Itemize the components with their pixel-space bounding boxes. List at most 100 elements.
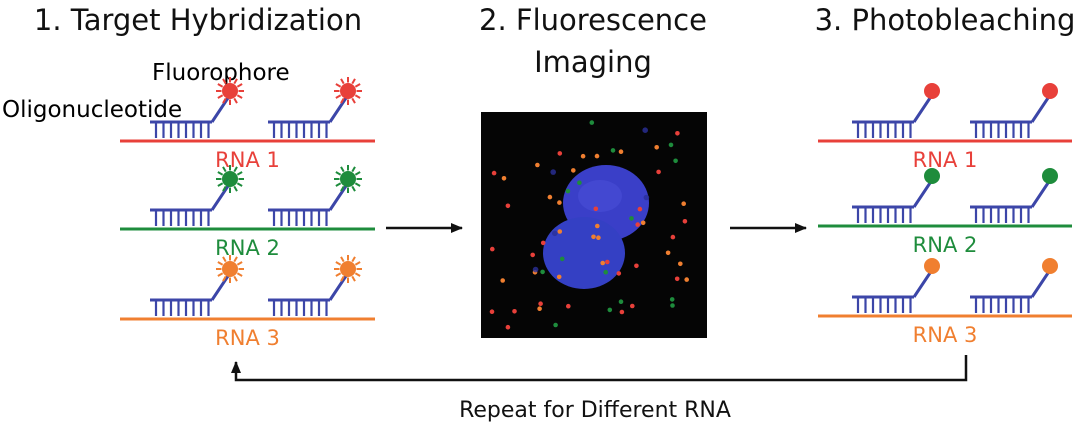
- rna-label: RNA 3: [913, 323, 978, 347]
- fluorescence-ray: [335, 272, 342, 277]
- probe: [852, 168, 940, 223]
- fluorescence-ray: [340, 166, 345, 173]
- rna-row-3: RNA 3: [818, 258, 1072, 347]
- fluorescence-image: [481, 112, 707, 338]
- rna-spot: [635, 222, 640, 227]
- rna-spot: [607, 307, 613, 313]
- fluorescence-ray: [335, 94, 342, 99]
- nucleus-highlight: [578, 180, 622, 212]
- fluorescence-ray: [354, 83, 361, 88]
- probe: [970, 83, 1058, 138]
- rna-spot: [682, 219, 688, 224]
- probe: [150, 255, 244, 316]
- rna-spot: [684, 277, 689, 282]
- rna-spot: [530, 252, 535, 258]
- rna-spot: [571, 168, 576, 173]
- fluorescence-ray: [351, 78, 356, 85]
- rna-spot: [634, 263, 639, 269]
- rna-spot: [547, 194, 553, 200]
- nucleus-lower: [543, 217, 625, 289]
- fluorescence-ray: [354, 94, 361, 99]
- fluorescence-ray: [233, 97, 238, 104]
- probe: [268, 77, 362, 138]
- rna-spot: [557, 151, 563, 156]
- fluorophore-label: Fluorophore: [152, 60, 290, 86]
- rna-spot: [596, 235, 601, 240]
- rna-spot: [489, 309, 495, 315]
- fluorophore-dot: [222, 83, 238, 99]
- rna-spot: [540, 269, 545, 275]
- rna-spot: [665, 250, 671, 256]
- fluorescence-ray: [351, 97, 356, 104]
- fluorescence-ray: [340, 185, 345, 192]
- rna-spot: [629, 216, 634, 221]
- background-spot: [642, 127, 648, 133]
- fluorophore-bleached: [1042, 168, 1058, 184]
- fluorescence-ray: [340, 97, 345, 104]
- fluorescence-ray: [222, 166, 227, 173]
- rna-spot: [618, 149, 624, 154]
- fluorescence-ray: [351, 185, 356, 192]
- oligonucleotide-linker: [1030, 269, 1052, 298]
- rna-spot: [589, 120, 595, 125]
- rna-label: RNA 2: [913, 233, 978, 257]
- fluorescence-ray: [217, 94, 224, 99]
- fluorophore-bleached: [924, 258, 940, 274]
- rna-spot: [553, 322, 558, 328]
- oligonucleotide-linker: [912, 269, 934, 298]
- probe: [150, 77, 244, 138]
- fluorophore-bleached: [924, 83, 940, 99]
- fluorophore-dot: [222, 261, 238, 277]
- rna-row-2: RNA 2: [120, 165, 375, 260]
- fluorescence-ray: [354, 182, 361, 187]
- rna-label: RNA 3: [215, 326, 280, 350]
- oligonucleotide-linker: [210, 182, 232, 211]
- fluorescence-ray: [340, 275, 345, 282]
- rna-spot: [670, 234, 676, 240]
- fluorophore-dot: [340, 171, 356, 187]
- fluorophore-bleached: [1042, 258, 1058, 274]
- oligonucleotide-linker: [912, 179, 934, 208]
- probe: [852, 258, 940, 313]
- probe: [852, 83, 940, 138]
- fluorescence-ray: [236, 94, 243, 99]
- fluorophore-glowing: [216, 77, 244, 105]
- rna-spot: [618, 299, 624, 305]
- rna-spot: [557, 200, 562, 205]
- fluorescence-ray: [236, 261, 243, 266]
- rna-label: RNA 1: [913, 148, 978, 172]
- rna-spot: [580, 153, 586, 159]
- background-spot: [643, 194, 650, 201]
- step-1-title: 1. Target Hybridization: [34, 3, 362, 37]
- fluorescence-ray: [354, 171, 361, 176]
- fluorescence-ray: [217, 182, 224, 187]
- fluorescence-ray: [222, 97, 227, 104]
- oligonucleotide-linker: [210, 272, 232, 301]
- probe: [150, 165, 244, 226]
- fluorescence-ray: [222, 185, 227, 192]
- rna-spot: [557, 229, 563, 234]
- oligonucleotide-linker: [912, 94, 934, 123]
- rna-spot: [681, 201, 686, 206]
- fluorescence-ray: [236, 83, 243, 88]
- rna-spot: [491, 170, 497, 176]
- fluorescence-ray: [217, 272, 224, 277]
- fluorescence-ray: [335, 261, 342, 266]
- rna-spot: [591, 234, 596, 240]
- rna-spot: [500, 278, 506, 283]
- rna-spot: [678, 261, 683, 267]
- fluorescence-ray: [222, 78, 227, 85]
- fluorescence-ray: [233, 275, 238, 282]
- fluorescence-ray: [233, 256, 238, 263]
- background-spot: [550, 169, 556, 175]
- probe: [268, 255, 362, 316]
- rna-spot: [603, 269, 608, 275]
- oligonucleotide-linker: [328, 182, 350, 211]
- fluorescence-ray: [335, 171, 342, 176]
- rna-spot: [605, 259, 610, 265]
- rna-spot: [656, 169, 661, 175]
- fluorescence-ray: [351, 275, 356, 282]
- rna-spot: [595, 223, 600, 229]
